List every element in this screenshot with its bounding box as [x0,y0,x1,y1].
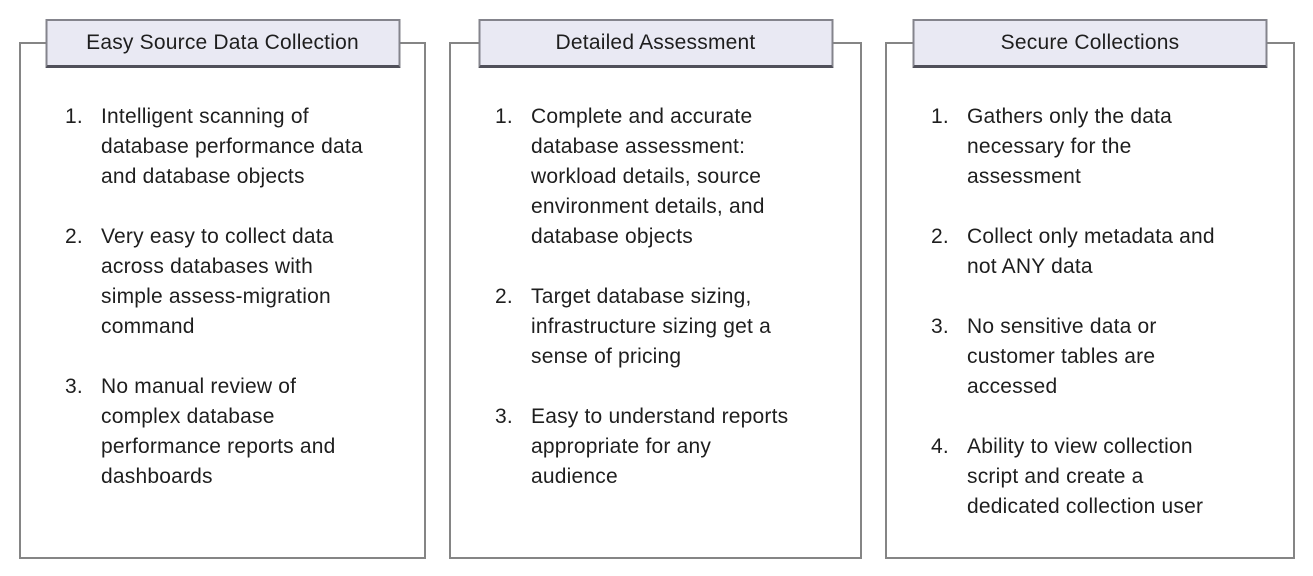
list-item-text: Intelligent scanning of database perform… [101,105,363,188]
panel-title-secure-collections: Secure Collections [912,19,1268,68]
list-item-text: Gathers only the data necessary for the … [967,105,1172,188]
list-item: 4. Ability to view collection script and… [931,432,1287,522]
list-item-number: 1. [931,105,949,128]
list-item-text: Very easy to collect data across databas… [101,225,334,338]
panel-secure-collections: Secure Collections 1. Gathers only the d… [885,19,1295,559]
panel-detailed-assessment: Detailed Assessment 1. Complete and accu… [449,19,862,559]
list-item-text: Collect only metadata and not ANY data [967,225,1215,278]
panel-easy-source-data-collection: Easy Source Data Collection 1. Intellige… [19,19,426,559]
list-item-number: 3. [65,375,83,398]
list-item-text: Complete and accurate database assessmen… [531,105,765,248]
list-item-text: Target database sizing, infrastructure s… [531,285,772,368]
list-item-number: 4. [931,435,949,458]
list-item: 3. Easy to understand reports appropriat… [495,402,854,492]
list-item: 2. Target database sizing, infrastructur… [495,282,854,372]
panel-title-detailed-assessment: Detailed Assessment [478,19,833,68]
list-item: 2. Very easy to collect data across data… [65,222,418,342]
list-item: 3. No manual review of complex database … [65,372,418,492]
numbered-list: 1. Complete and accurate database assess… [451,44,860,492]
list-item-number: 1. [495,105,513,128]
list-item: 3. No sensitive data or customer tables … [931,312,1287,402]
list-item: 1. Complete and accurate database assess… [495,102,854,252]
list-item-text: No sensitive data or customer tables are… [967,315,1157,398]
list-item-number: 2. [65,225,83,248]
list-item-text: No manual review of complex database per… [101,375,336,488]
list-item-text: Ability to view collection script and cr… [967,435,1204,518]
list-item: 2. Collect only metadata and not ANY dat… [931,222,1287,282]
list-item: 1. Intelligent scanning of database perf… [65,102,418,192]
list-item: 1. Gathers only the data necessary for t… [931,102,1287,192]
panel-title-label: Easy Source Data Collection [86,31,359,54]
list-item-number: 2. [931,225,949,248]
list-item-text: Easy to understand reports appropriate f… [531,405,789,488]
panel-title-label: Secure Collections [1000,31,1180,54]
list-item-number: 3. [495,405,513,428]
panel-title-label: Detailed Assessment [555,31,756,54]
list-item-number: 3. [931,315,949,338]
numbered-list: 1. Intelligent scanning of database perf… [21,44,424,492]
numbered-list: 1. Gathers only the data necessary for t… [887,44,1293,522]
panel-title-easy-source-data-collection: Easy Source Data Collection [45,19,400,68]
list-item-number: 1. [65,105,83,128]
list-item-number: 2. [495,285,513,308]
